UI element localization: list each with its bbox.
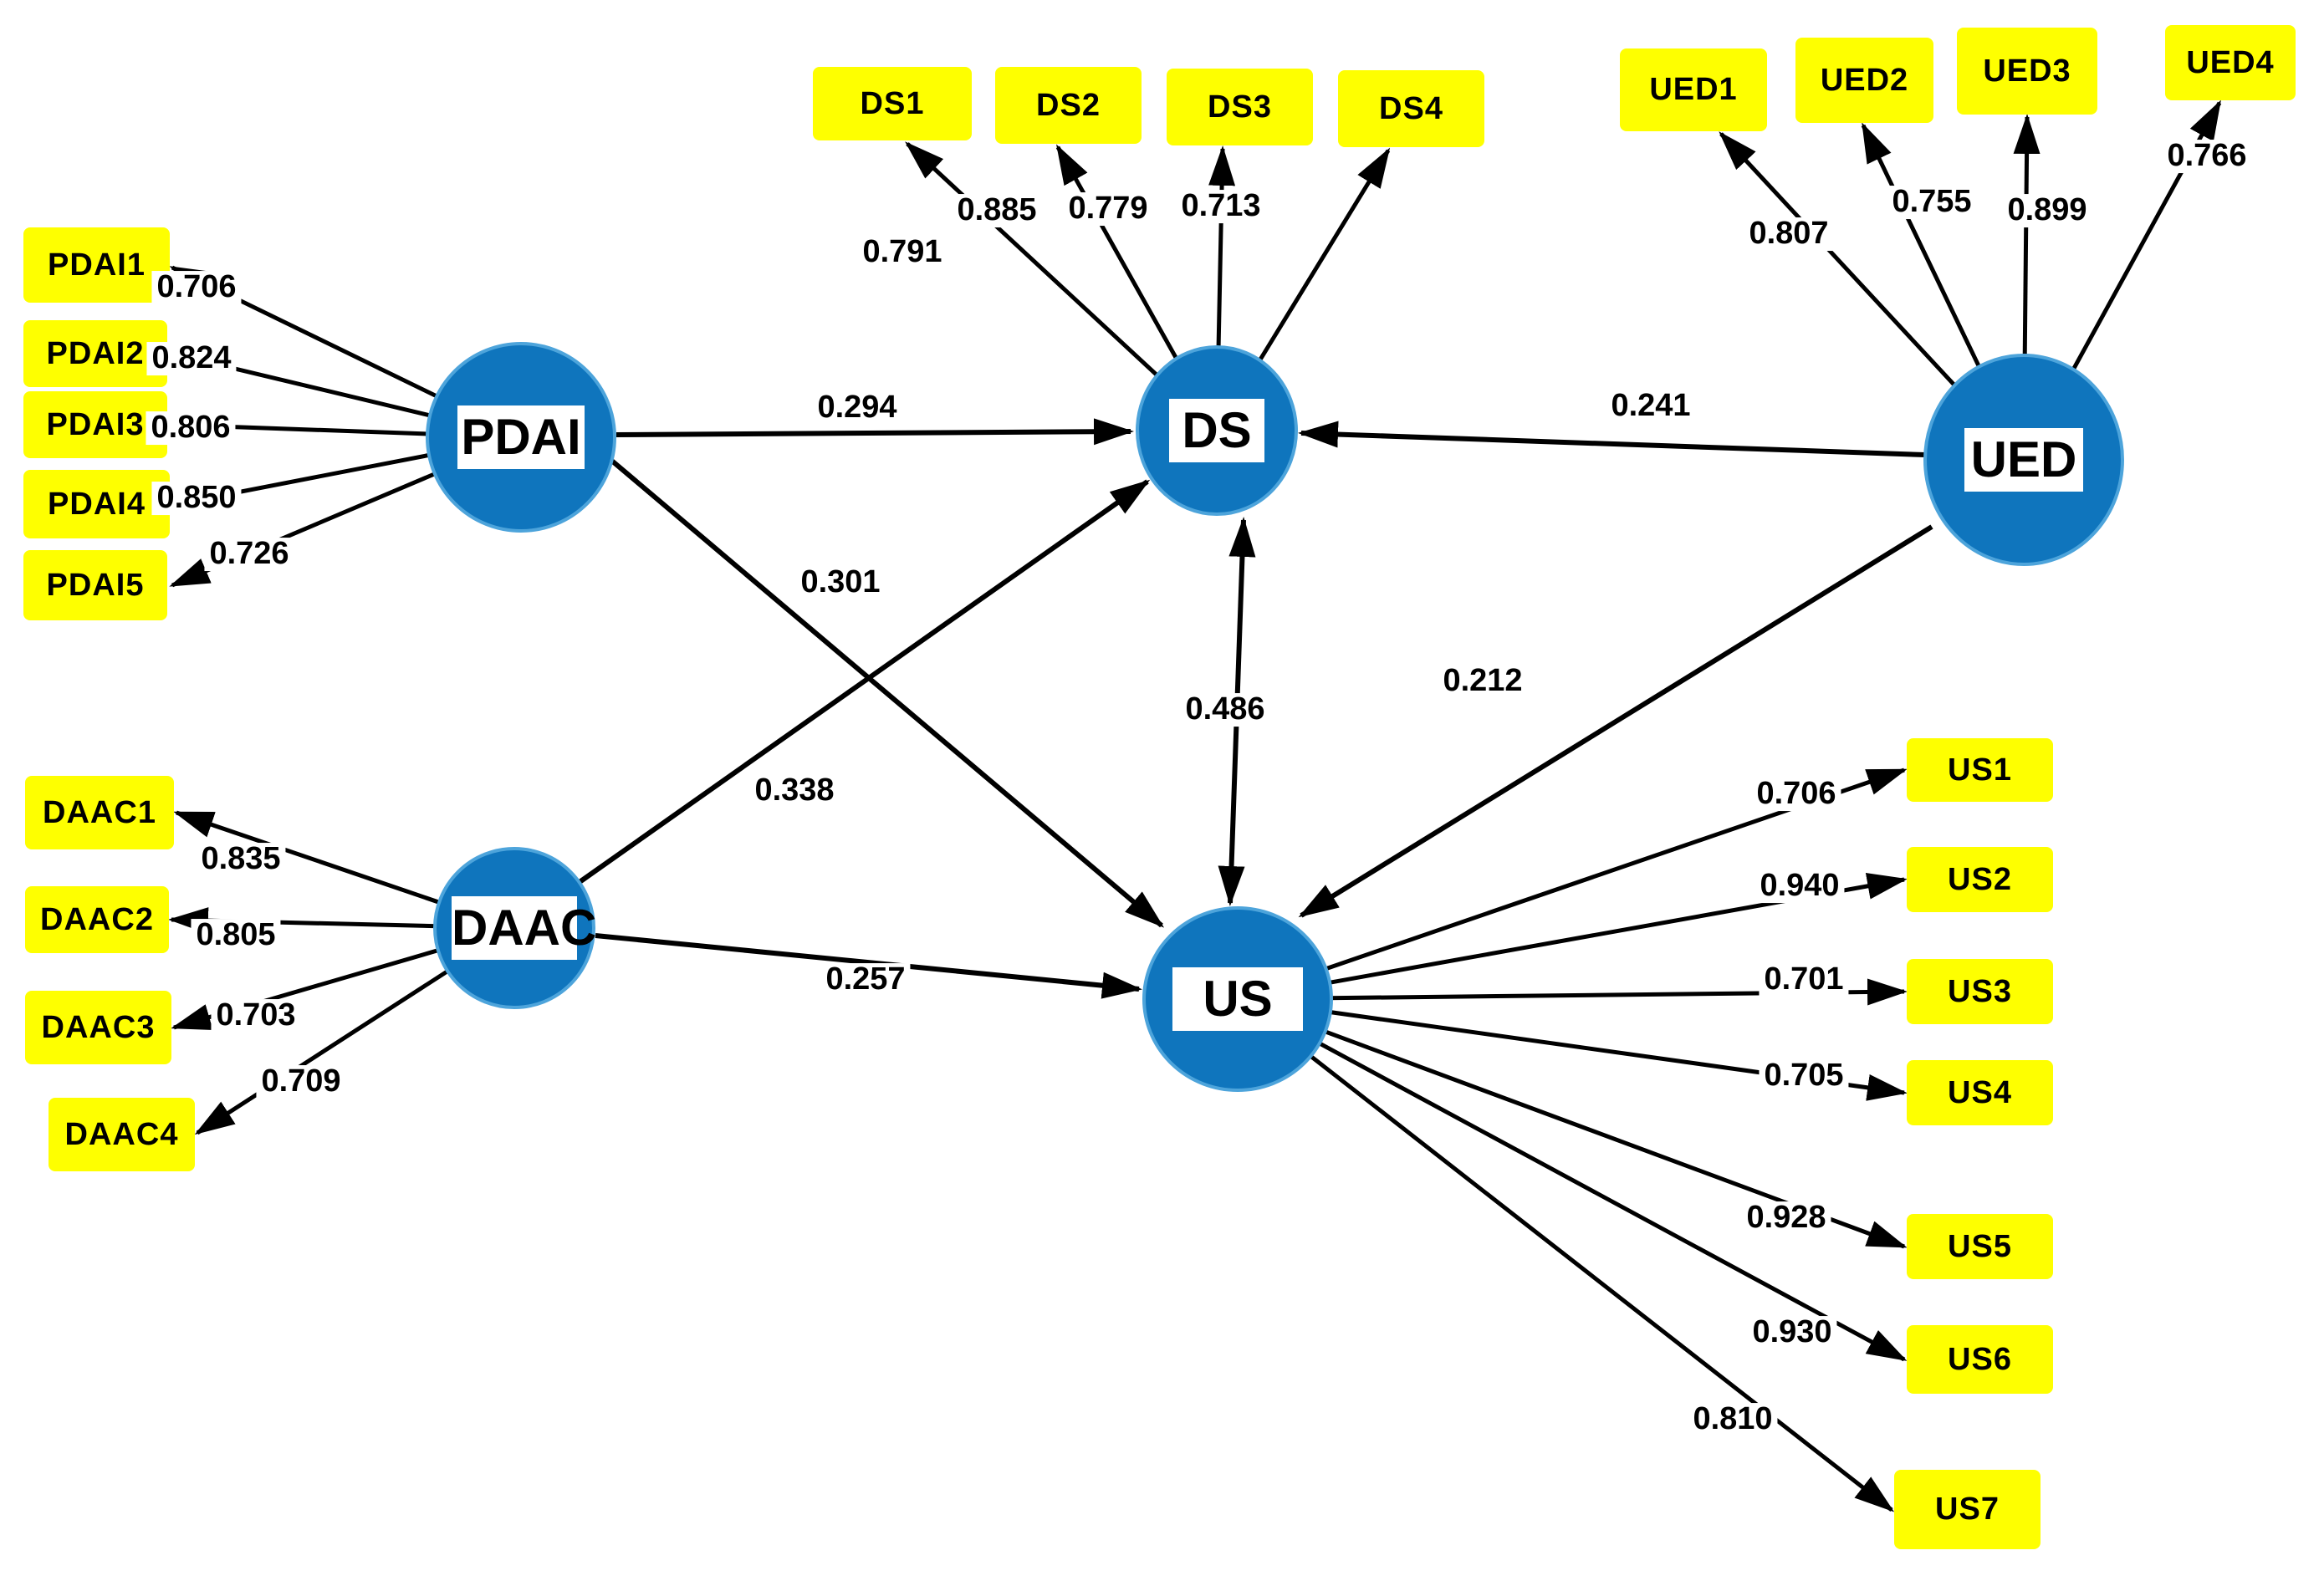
indicator-US3: US3 bbox=[1907, 959, 2053, 1024]
indicator-DAAC4: DAAC4 bbox=[49, 1098, 195, 1171]
loading-PDAI2: 0.824 bbox=[146, 341, 237, 375]
loading-US3: 0.701 bbox=[1759, 962, 1849, 997]
loading-UED1: 0.807 bbox=[1744, 217, 1834, 251]
indicator-UED3: UED3 bbox=[1957, 28, 2097, 115]
indicator-US5: US5 bbox=[1907, 1214, 2053, 1279]
indicator-PDAI2: PDAI2 bbox=[23, 320, 167, 387]
loading-DAAC2: 0.805 bbox=[191, 918, 281, 952]
path-coef-PDAI-US: 0.301 bbox=[795, 565, 886, 599]
indicator-PDAI3: PDAI3 bbox=[23, 391, 167, 458]
loading-US7: 0.810 bbox=[1688, 1402, 1778, 1436]
indicator-PDAI5: PDAI5 bbox=[23, 550, 167, 620]
loading-DS2: 0.885 bbox=[952, 193, 1042, 227]
indicator-DAAC3: DAAC3 bbox=[25, 991, 171, 1064]
path-arrow-PDAI-US bbox=[607, 456, 1165, 928]
loading-DAAC1: 0.835 bbox=[196, 842, 286, 876]
loading-DS4: 0.713 bbox=[1176, 189, 1266, 223]
loading-UED2: 0.755 bbox=[1887, 185, 1977, 219]
path-arrow-UED-DS bbox=[1298, 421, 1926, 457]
indicator-US2: US2 bbox=[1907, 847, 2053, 912]
loading-DAAC4: 0.709 bbox=[256, 1064, 346, 1099]
loading-US6: 0.930 bbox=[1747, 1315, 1837, 1349]
indicator-DAAC1: DAAC1 bbox=[25, 776, 174, 849]
indicator-PDAI4: PDAI4 bbox=[23, 470, 170, 538]
indicator-DS2: DS2 bbox=[995, 67, 1142, 144]
indicator-US1: US1 bbox=[1907, 738, 2053, 802]
latent-label-DS: DS bbox=[1169, 399, 1264, 462]
arrow-US-US6 bbox=[1236, 997, 1908, 1362]
loading-US5: 0.928 bbox=[1741, 1201, 1831, 1235]
loading-DAAC3: 0.703 bbox=[211, 998, 301, 1033]
indicator-UED2: UED2 bbox=[1795, 38, 1933, 123]
loading-PDAI5: 0.726 bbox=[204, 537, 294, 571]
indicator-DAAC2: DAAC2 bbox=[25, 886, 169, 953]
indicator-DS4: DS4 bbox=[1338, 70, 1484, 147]
path-coef-DS-US: 0.486 bbox=[1180, 692, 1270, 727]
loading-UED3: 0.899 bbox=[2002, 193, 2092, 227]
path-arrow-PDAI-DS bbox=[615, 418, 1134, 446]
latent-label-UED: UED bbox=[1964, 428, 2083, 492]
path-arrow-DAAC-US bbox=[595, 933, 1142, 999]
loading-US2: 0.940 bbox=[1754, 869, 1845, 903]
path-coef-UED-DS: 0.241 bbox=[1606, 389, 1696, 423]
indicator-DS3: DS3 bbox=[1167, 69, 1313, 145]
indicator-US7: US7 bbox=[1894, 1470, 2041, 1549]
loading-PDAI1: 0.706 bbox=[151, 270, 242, 304]
arrow-US-US7 bbox=[1236, 997, 1895, 1512]
path-arrow-DAAC-DS bbox=[578, 479, 1151, 885]
loading-PDAI4: 0.850 bbox=[151, 481, 242, 515]
loading-US1: 0.706 bbox=[1751, 777, 1841, 811]
loading-US4: 0.705 bbox=[1759, 1058, 1849, 1093]
indicator-US6: US6 bbox=[1907, 1325, 2053, 1394]
indicator-PDAI1: PDAI1 bbox=[23, 227, 170, 303]
latent-label-US: US bbox=[1172, 967, 1303, 1031]
indicator-UED4: UED4 bbox=[2165, 25, 2296, 100]
indicator-US4: US4 bbox=[1907, 1060, 2053, 1125]
loading-DS1: 0.791 bbox=[857, 235, 947, 269]
indicator-DS1: DS1 bbox=[813, 67, 972, 140]
path-coef-DAAC-DS: 0.338 bbox=[749, 773, 840, 808]
latent-label-DAAC: DAAC bbox=[452, 896, 596, 960]
path-coef-DAAC-US: 0.257 bbox=[820, 962, 911, 997]
loading-PDAI3: 0.806 bbox=[146, 411, 236, 445]
latent-label-PDAI: PDAI bbox=[457, 405, 585, 469]
path-coef-UED-US: 0.212 bbox=[1438, 664, 1528, 698]
path-coef-PDAI-DS: 0.294 bbox=[812, 390, 902, 425]
path-arrow-UED-US bbox=[1298, 524, 1933, 918]
loading-UED4: 0.766 bbox=[2162, 139, 2252, 173]
indicator-UED1: UED1 bbox=[1620, 48, 1767, 131]
loading-DS3: 0.779 bbox=[1063, 191, 1153, 226]
